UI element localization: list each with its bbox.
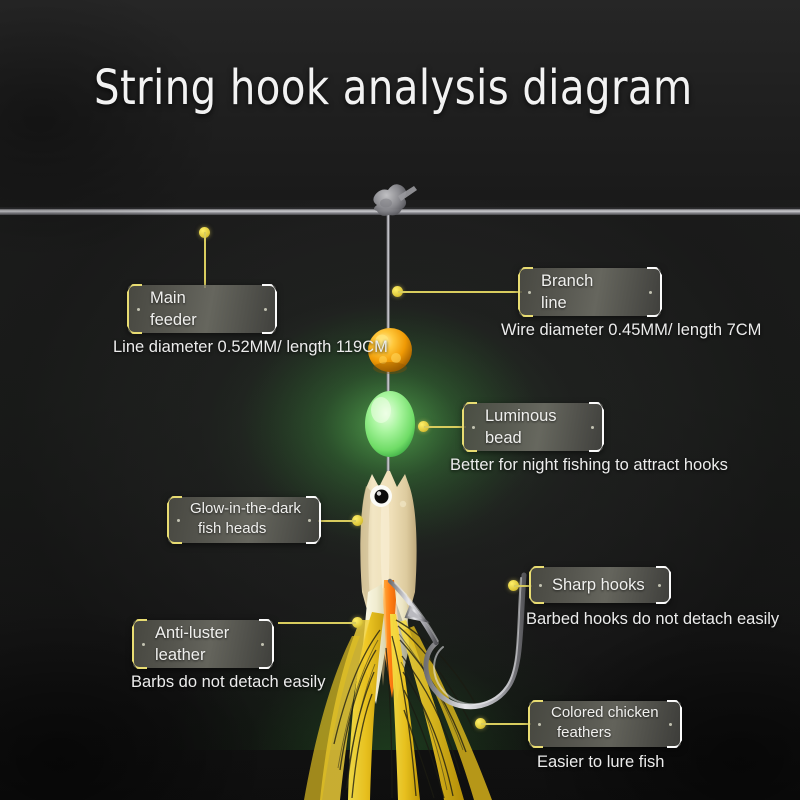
badge-dot-right [264, 307, 267, 311]
page-title: String hook analysis diagram [94, 60, 693, 116]
badge-line-2: fish heads [198, 519, 267, 537]
badge-luminous-bead[interactable]: Luminous bead [463, 403, 603, 451]
badge-colored-chicken-feathers[interactable]: Colored chicken feathers [529, 701, 681, 747]
badge-line-1: Main [150, 288, 186, 307]
badge-line-2: line [541, 293, 567, 312]
caption-luminous-bead: Better for night fishing to attract hook… [450, 456, 728, 474]
callout-colored-chicken-feathers[interactable]: Colored chicken feathers Easier to lure … [529, 701, 681, 772]
caption-branch-line: Wire diameter 0.45MM/ length 7CM [501, 321, 762, 339]
badge-dot-right [591, 425, 594, 429]
connector-dot-branch-line [392, 286, 403, 297]
connector-dot-luminous-bead [418, 421, 429, 432]
badge-dot-left [137, 307, 140, 311]
connector-dot-glow-fish-heads [352, 515, 363, 526]
caption-colored-chicken-feathers: Easier to lure fish [537, 753, 665, 771]
badge-dot-left [177, 518, 180, 522]
connector-line-branch-line [398, 290, 522, 293]
badge-dot-left [538, 722, 541, 726]
badge-dot-right [649, 290, 652, 294]
badge-sharp-hooks[interactable]: Sharp hooks [530, 567, 670, 603]
connector-line-main-feeder [203, 232, 206, 288]
badge-line-1: Glow-in-the-dark [190, 499, 301, 517]
connector-line-luminous-bead [424, 425, 466, 428]
callout-glow-fish-heads[interactable]: Glow-in-the-dark fish heads [168, 497, 320, 543]
badge-glow-fish-heads[interactable]: Glow-in-the-dark fish heads [168, 497, 320, 543]
callout-anti-luster-leather[interactable]: Anti-luster leather Barbs do not detach … [131, 620, 326, 692]
callout-sharp-hooks[interactable]: Sharp hooks Barbed hooks do not detach e… [526, 567, 779, 629]
badge-branch-line[interactable]: Branch line [519, 268, 661, 316]
badge-line-1: Anti-luster [155, 623, 230, 642]
connector-line-glow-fish-heads [318, 519, 356, 522]
badge-dot-left [528, 290, 531, 294]
connector-line-anti-luster-leather [278, 621, 356, 624]
callout-main-feeder[interactable]: Main feeder Line diameter 0.52MM/ length… [113, 285, 388, 357]
badge-anti-luster-leather[interactable]: Anti-luster leather [133, 620, 273, 668]
badge-line-2: bead [485, 428, 522, 447]
badge-dot-right [308, 518, 311, 522]
badge-line-2: feeder [150, 310, 197, 329]
callout-luminous-bead[interactable]: Luminous bead Better for night fishing t… [450, 403, 728, 475]
caption-sharp-hooks: Barbed hooks do not detach easily [526, 610, 780, 628]
connector-dot-anti-luster-leather [352, 617, 363, 628]
badge-dot-left [472, 425, 475, 429]
badge-dot-left [539, 583, 542, 587]
badge-line-1: Branch [541, 271, 594, 290]
badge-dot-right [261, 642, 264, 646]
connector-line-colored-chicken-feathers [481, 722, 531, 725]
caption-main-feeder: Line diameter 0.52MM/ length 119CM [113, 338, 388, 356]
connector-line-sharp-hooks [514, 584, 532, 587]
caption-anti-luster-leather: Barbs do not detach easily [131, 673, 326, 691]
badge-line-1: Colored chicken [551, 703, 659, 721]
badge-line-2: leather [155, 645, 206, 664]
badge-line-1: Sharp hooks [552, 575, 645, 594]
badge-dot-right [669, 722, 672, 726]
badge-dot-left [142, 642, 145, 646]
badge-dot-right [658, 583, 661, 587]
badge-line-1: Luminous [485, 406, 557, 425]
callout-branch-line[interactable]: Branch line Wire diameter 0.45MM/ length… [501, 268, 761, 340]
connector-dot-colored-chicken-feathers [475, 718, 486, 729]
badge-line-2: feathers [557, 723, 612, 741]
connector-dot-sharp-hooks [508, 580, 519, 591]
badge-main-feeder[interactable]: Main feeder [128, 285, 276, 333]
